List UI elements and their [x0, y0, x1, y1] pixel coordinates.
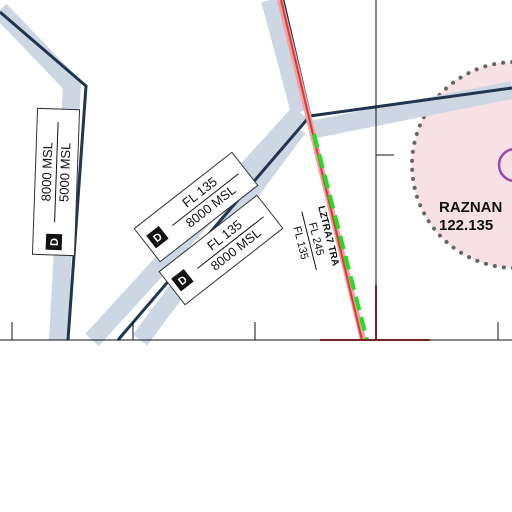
- label-left-airway: D 8000 MSL 5000 MSL: [31, 107, 81, 257]
- red-marker: [320, 285, 430, 341]
- route-diagonal: [116, 115, 312, 341]
- tra-boundary: [277, 0, 369, 341]
- restricted-area-ring: [497, 148, 512, 182]
- label-diagonal-upper: D FL 135 8000 MSL: [133, 151, 259, 263]
- route-east: [309, 86, 512, 118]
- badge-d-text: D: [49, 238, 61, 246]
- tra-boundary-red: [280, 0, 363, 341]
- badge-d: [171, 268, 194, 292]
- airspace-name: RAZNAN: [439, 199, 502, 216]
- corridor-east: [308, 81, 512, 139]
- grid-lines: [0, 0, 512, 341]
- altitude-divider: [197, 216, 264, 269]
- altitude-divider: [172, 173, 239, 226]
- tra-divider: [301, 211, 317, 270]
- badge-d: [146, 225, 169, 249]
- corridor-top: [261, 0, 309, 115]
- altitude-divider: [54, 122, 59, 222]
- tra-boundary-green-dash: [312, 133, 369, 341]
- airspace-frequency: 122.135: [439, 217, 493, 234]
- altitude-upper: 8000 MSL: [38, 142, 55, 202]
- altitude-lower: 5000 MSL: [56, 142, 73, 202]
- tra-lower-limit: FL 135: [290, 225, 310, 261]
- badge-d: [45, 233, 63, 251]
